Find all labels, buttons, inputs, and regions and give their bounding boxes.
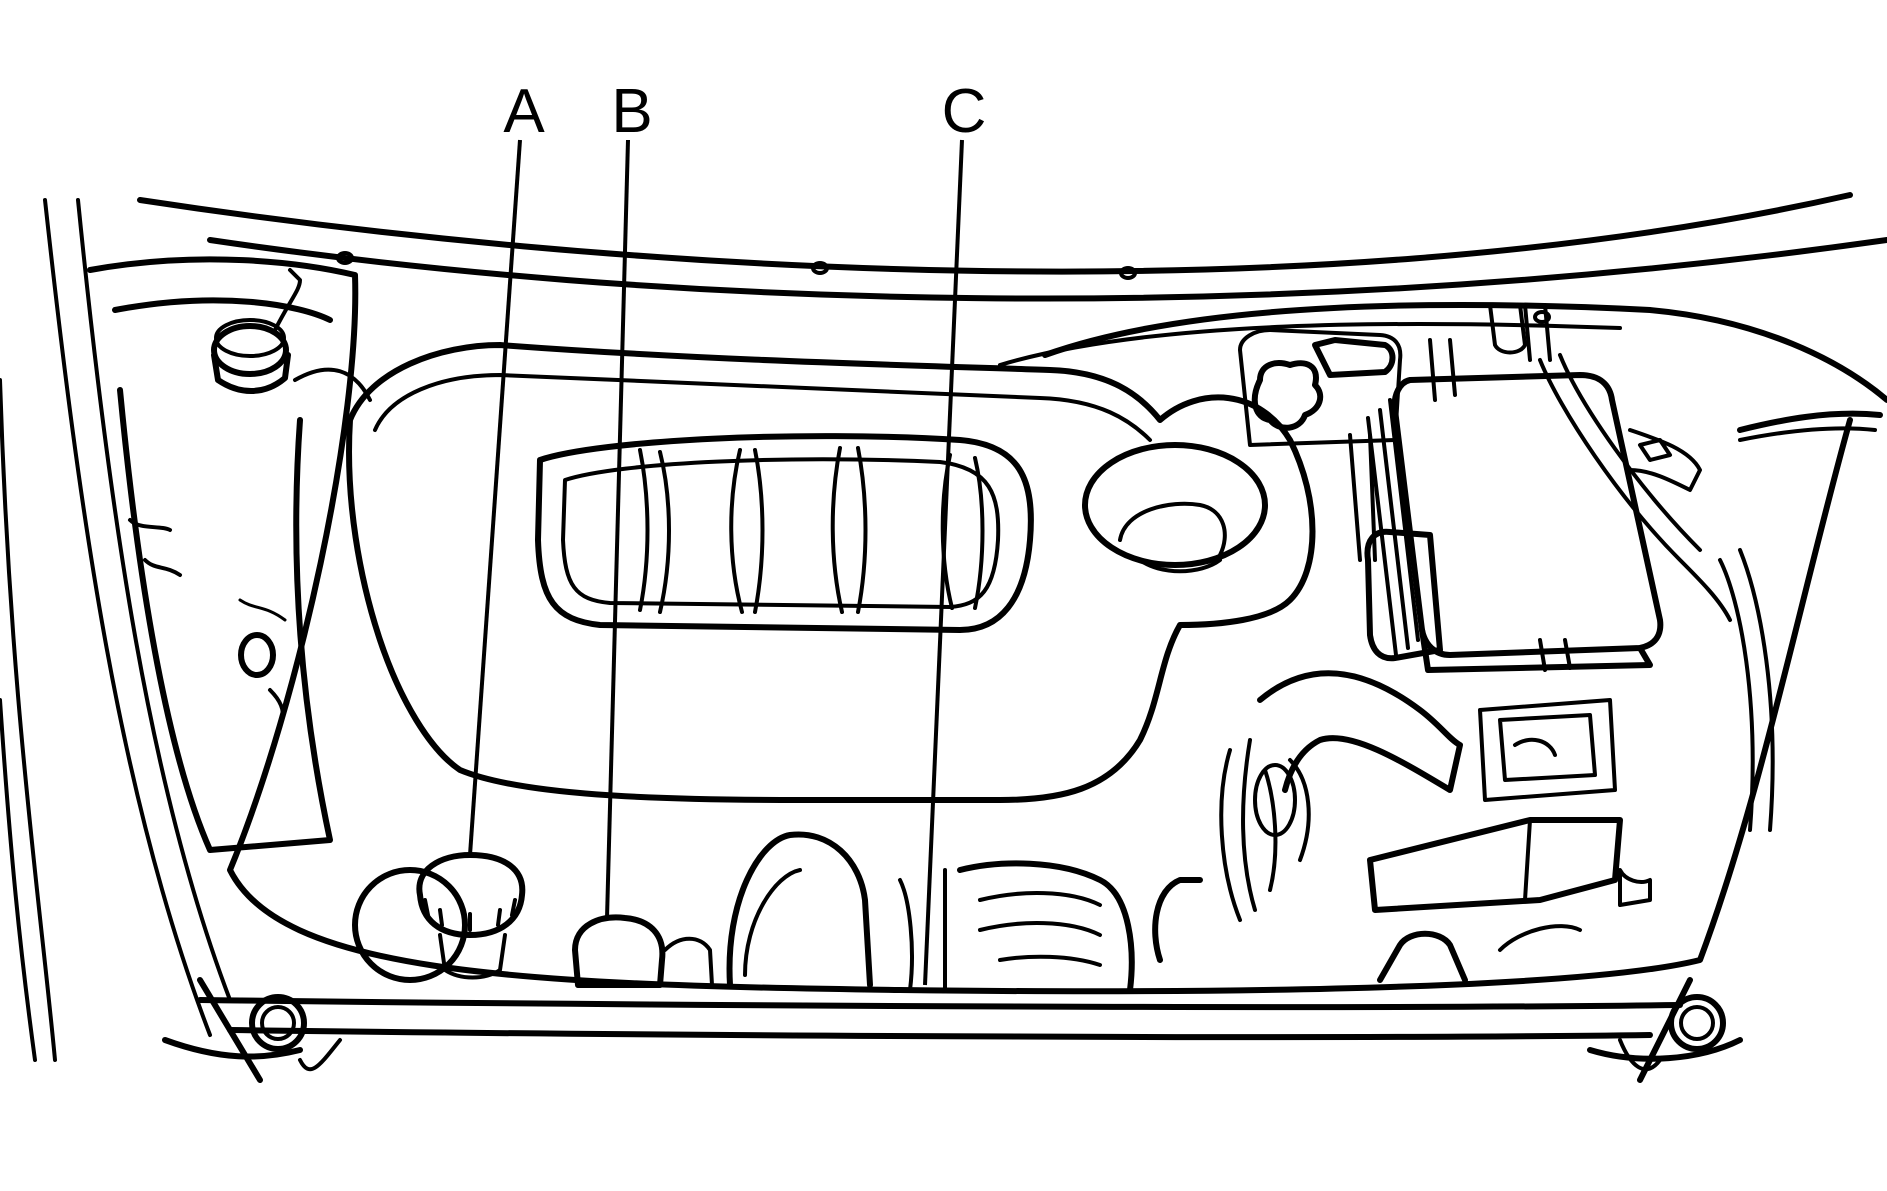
callout-labels: A B C — [503, 77, 986, 146]
leader-line-c — [923, 139, 964, 986]
callout-label-b: B — [611, 77, 652, 146]
hood-outline — [0, 192, 1887, 1062]
coolant-reservoir — [117, 268, 372, 853]
engine-lower-components — [726, 738, 1311, 993]
front-crossmember — [162, 977, 1743, 1083]
mounting-holes — [249, 251, 1726, 1052]
right-side-hoses — [1257, 353, 1883, 983]
callout-leaders — [468, 139, 964, 986]
oil-fill-cap — [352, 852, 526, 983]
fuse-block — [1238, 303, 1664, 673]
leader-line-b — [605, 139, 630, 919]
engine-cover — [346, 342, 1316, 803]
callout-label-a: A — [503, 77, 545, 146]
leader-line-a — [468, 139, 522, 856]
callout-label-c: C — [942, 77, 987, 146]
fluid-reservoir-b — [572, 914, 714, 988]
